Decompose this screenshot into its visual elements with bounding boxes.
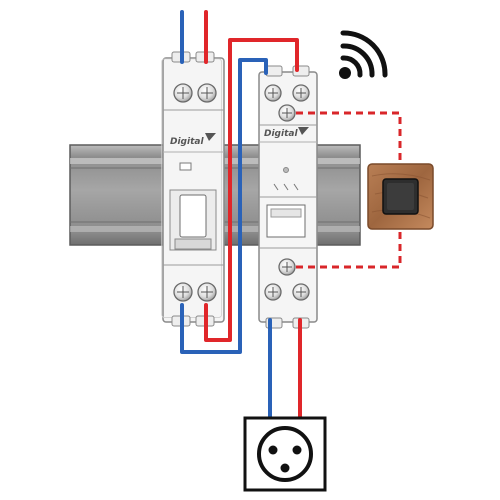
brand-logo-icon (298, 127, 309, 135)
relay-terminals (264, 84, 310, 301)
breaker-to-relay-live-wire (204, 38, 299, 342)
power-socket-icon (243, 416, 327, 492)
relay-brand-label: Digital (264, 129, 298, 139)
signal-marks-icon (273, 183, 299, 191)
wall-switch-icon[interactable] (367, 163, 434, 230)
breaker-toggle-lever[interactable] (179, 194, 207, 238)
circuit-breaker: Digital (161, 51, 225, 327)
wifi-signal-icon (339, 30, 388, 79)
breaker-bottom-terminals (173, 282, 217, 302)
status-led-icon (283, 167, 289, 173)
control-wire-top (296, 111, 402, 163)
relay-module: Digital (258, 65, 318, 329)
brand-logo-icon (205, 133, 216, 141)
breaker-brand-label: Digital (170, 137, 204, 147)
breaker-top-terminals (173, 83, 217, 103)
breaker-to-relay-neutral-wire (180, 58, 268, 354)
breaker-status-window (179, 162, 192, 171)
